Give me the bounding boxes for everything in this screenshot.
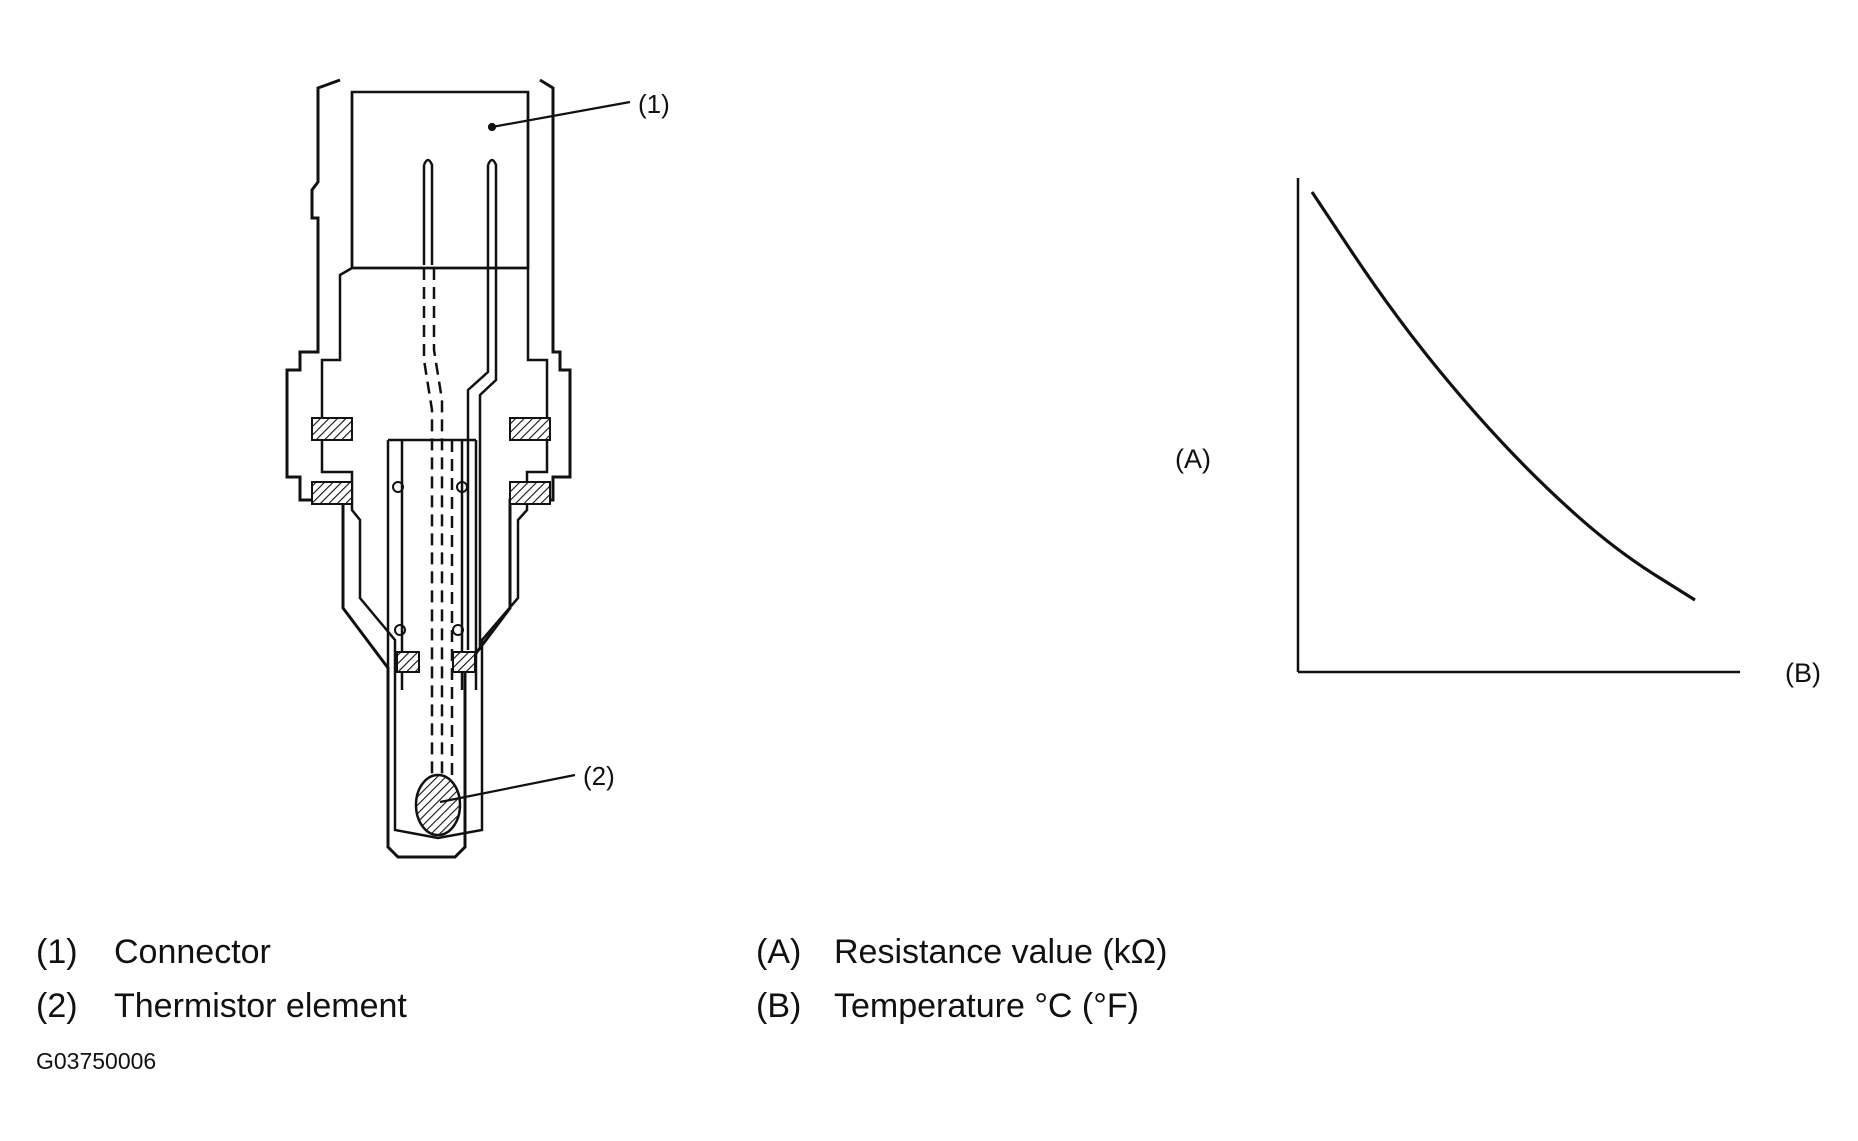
sensor-inner-outline (320, 92, 549, 840)
leader-line-1 (491, 100, 631, 129)
legend-text: Temperature °C (°F) (834, 987, 1139, 1025)
thermistor-element (414, 773, 462, 837)
legend-text: Connector (114, 933, 271, 971)
sensor-body-outline-right (438, 78, 572, 859)
legend-key: (B) (756, 987, 802, 1025)
sensor-cross-section (285, 78, 572, 859)
leader-dot-1 (487, 122, 497, 132)
seal-lower-left (311, 481, 353, 505)
connector-cavity (350, 90, 530, 270)
legend-text: Resistance value (kΩ) (834, 933, 1168, 971)
legend-left: (1) Connector (2) Thermistor element (36, 932, 407, 1026)
legend-key: (2) (36, 987, 78, 1025)
figure-id: G03750006 (36, 1048, 157, 1074)
seal-upper-right (509, 417, 551, 441)
legend-text: Thermistor element (114, 987, 407, 1025)
sensor-body-outline-left (285, 78, 438, 859)
o-ring-dot-left (394, 624, 406, 636)
inner-sleeve (386, 438, 478, 690)
resistance-temperature-graph: (A) (B) (1175, 178, 1821, 688)
terminal-pin-right (466, 158, 498, 650)
callout-label-2: (2) (583, 761, 615, 791)
seal-upper-left (311, 417, 353, 441)
ring-dot-upper-right (456, 481, 468, 493)
y-axis-label: (A) (1175, 444, 1211, 474)
legend-item-thermistor: (2) Thermistor element (36, 986, 407, 1026)
ring-dot-upper-left (392, 481, 404, 493)
terminal-pin-left (422, 158, 434, 265)
legend-item-temperature: (B) Temperature °C (°F) (756, 986, 1167, 1026)
legend-right: (A) Resistance value (kΩ) (B) Temperature … (756, 932, 1167, 1026)
x-axis-label: (B) (1785, 658, 1821, 688)
o-ring-right (452, 651, 476, 673)
callout-label-1: (1) (638, 89, 670, 119)
o-ring-dot-right (452, 624, 464, 636)
legend-item-resistance: (A) Resistance value (kΩ) (756, 932, 1167, 972)
resistance-curve (1310, 191, 1696, 602)
dashed-lead-wires (422, 268, 454, 780)
seal-lower-right (509, 481, 551, 505)
callout-leaders (439, 100, 631, 804)
leader-line-2 (439, 773, 576, 804)
legend-item-connector: (1) Connector (36, 932, 407, 972)
legend-key: (1) (36, 933, 78, 971)
legend-key: (A) (756, 933, 802, 971)
o-ring-left (396, 651, 420, 673)
